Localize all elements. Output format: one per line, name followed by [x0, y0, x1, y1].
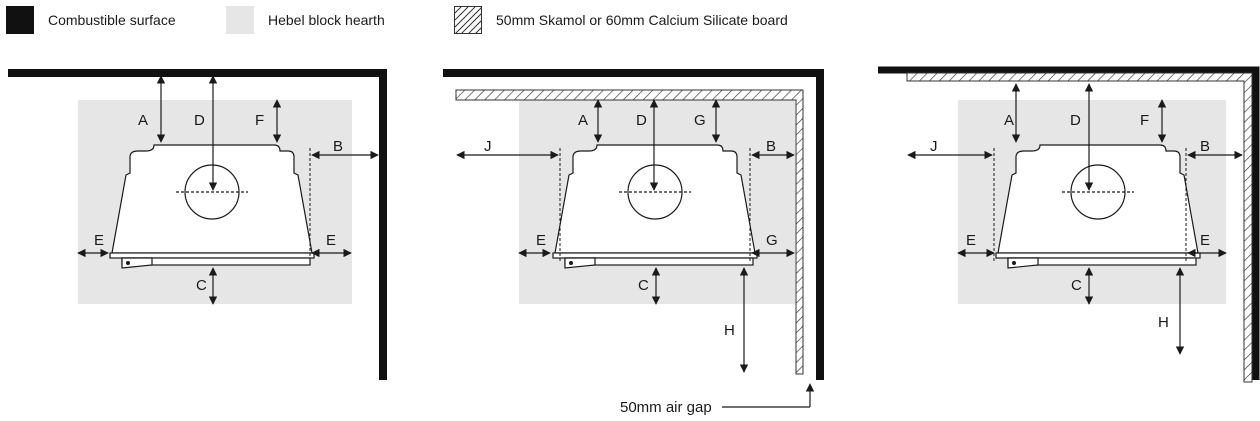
- insulation-board: [906, 72, 1253, 383]
- label-a: A: [138, 112, 148, 129]
- label-h: H: [1158, 314, 1169, 331]
- label-j: J: [484, 138, 492, 155]
- label-g: G: [694, 112, 706, 129]
- board-swatch: [454, 6, 482, 34]
- label-d: D: [636, 112, 647, 129]
- label-a: A: [1004, 112, 1014, 129]
- dimension-arrows: [456, 99, 795, 373]
- layout-air-gap: A D G J B E G C H 50mm air gap: [443, 69, 824, 416]
- label-f: F: [1140, 112, 1149, 129]
- label-b: B: [1200, 138, 1210, 155]
- label-e: E: [966, 232, 976, 249]
- layout-corner-combustible: A D F B E E C: [8, 69, 387, 380]
- label-b: B: [333, 138, 343, 155]
- label-e: E: [1200, 232, 1210, 249]
- stove-outline: [109, 144, 315, 269]
- dimension-arrows: [77, 75, 379, 305]
- label-j: J: [930, 138, 938, 155]
- insulation-board: [455, 89, 804, 375]
- label-d: D: [194, 112, 205, 129]
- legend-label-combustible: Combustible surface: [48, 12, 176, 28]
- air-gap-label: 50mm air gap: [620, 399, 712, 416]
- combustible-wall: [878, 66, 1260, 380]
- legend-item-combustible: Combustible surface: [6, 6, 176, 34]
- label-e: E: [326, 232, 336, 249]
- label-a: A: [578, 112, 588, 129]
- label-c: C: [196, 277, 207, 294]
- combustible-wall: [8, 69, 387, 380]
- label-c: C: [1071, 277, 1082, 294]
- label-c: C: [638, 277, 649, 294]
- stove-outline: [995, 144, 1201, 269]
- legend-item-board: 50mm Skamol or 60mm Calcium Silicate boa…: [454, 6, 788, 34]
- legend-label-hearth: Hebel block hearth: [268, 12, 385, 28]
- hearth-swatch: [226, 6, 254, 34]
- label-f: F: [255, 112, 264, 129]
- label-e: E: [94, 232, 104, 249]
- label-h: H: [724, 322, 735, 339]
- label-b: B: [766, 138, 776, 155]
- label-e: E: [536, 232, 546, 249]
- legend: Combustible surface Hebel block hearth 5…: [0, 0, 1260, 40]
- label-d: D: [1070, 112, 1081, 129]
- combustible-wall: [443, 69, 824, 380]
- stove-outline: [552, 144, 758, 269]
- dimension-arrows: [907, 83, 1243, 355]
- layout-board-corner: A D F J B E E C H: [878, 66, 1260, 383]
- legend-item-hearth: Hebel block hearth: [226, 6, 385, 34]
- legend-label-board: 50mm Skamol or 60mm Calcium Silicate boa…: [496, 12, 788, 28]
- combustible-swatch: [6, 6, 34, 34]
- label-g: G: [766, 232, 778, 249]
